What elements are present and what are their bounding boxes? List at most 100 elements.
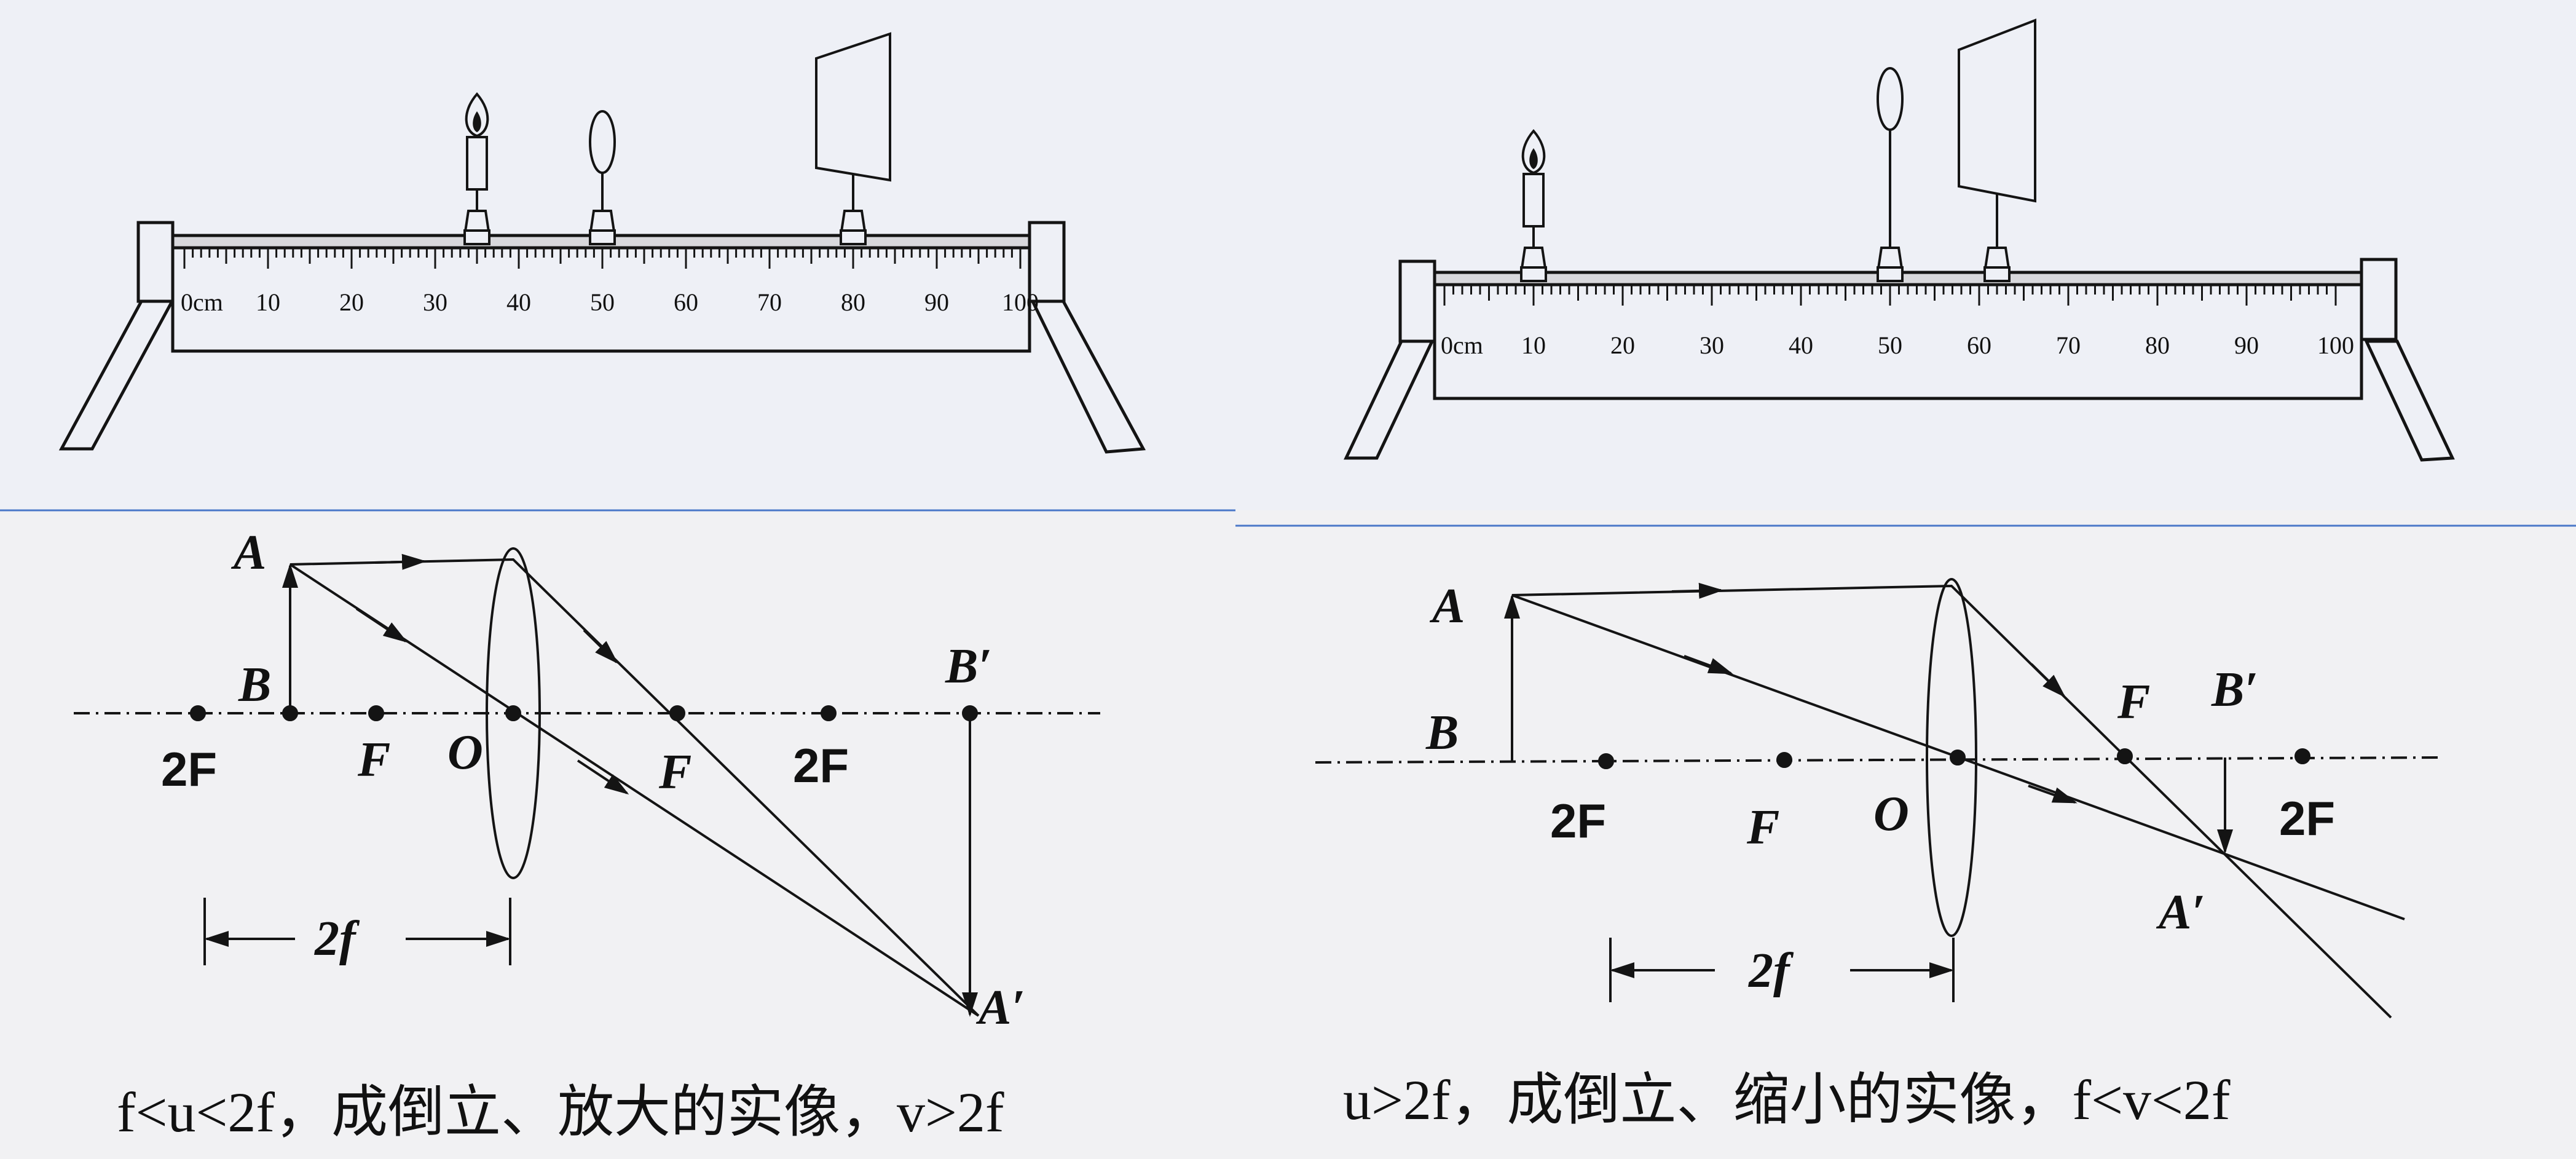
bench-tick-label: 90 xyxy=(924,288,949,316)
candle-body xyxy=(1522,173,1545,227)
ray-1-arrowhead-a xyxy=(374,553,427,570)
ray-2-point-f-right xyxy=(2117,748,2133,764)
bench-tick-label: 80 xyxy=(841,288,865,316)
ray-2-label-a-prime: A′ xyxy=(2156,885,2205,939)
bench-1-left-block xyxy=(136,221,175,303)
ray-1-label-2f-right: 2F xyxy=(793,738,849,793)
screen-panel xyxy=(815,32,891,182)
bench-2-scale-body xyxy=(1433,283,2363,400)
bench-tick-label: 70 xyxy=(2056,331,2081,359)
bench-tick-label: 10 xyxy=(256,288,280,316)
ray-2-caption: u>2f，成倒立、缩小的实像，f<v<2f xyxy=(1343,1069,2231,1131)
bench-1-scale-body xyxy=(171,246,1031,353)
bench-1-screen xyxy=(815,32,891,245)
bench-tick-label: 70 xyxy=(757,288,782,316)
bench-tick-label: 0cm xyxy=(181,288,223,316)
bench-2-screen xyxy=(1958,18,2036,282)
ray-1-point-f-left xyxy=(368,705,384,721)
bench-tick-label: 0cm xyxy=(1441,331,1483,359)
bench-1-lens xyxy=(588,110,616,245)
ray-1-label-2f-left: 2F xyxy=(161,742,217,796)
ray-1-lens xyxy=(486,547,541,879)
bench-tick-label: 20 xyxy=(339,288,364,316)
ray-2-label-2f-right: 2F xyxy=(2279,791,2335,845)
bench-2-ticks xyxy=(1443,285,2337,306)
bench-2-lens xyxy=(1876,67,1904,282)
holder-clamp xyxy=(1983,266,2011,282)
bench-tick-label: 80 xyxy=(2145,331,2170,359)
bench-tick-label: 30 xyxy=(1700,331,1724,359)
bench-2-right-block xyxy=(2360,258,2398,341)
ray-2-label-b: B xyxy=(1425,706,1459,760)
ray-2-point-f-left xyxy=(1776,752,1792,768)
ray-1-label-b: B xyxy=(238,658,271,712)
candle-flame-core xyxy=(1529,148,1538,169)
ray-2-label-f-left: F xyxy=(1746,801,1779,855)
ray-1-label-a-prime: A′ xyxy=(975,981,1025,1035)
holder-clamp xyxy=(1877,266,1904,282)
ray-2-label-b-prime: B′ xyxy=(2211,663,2258,717)
candle-flame-core xyxy=(473,111,481,132)
bench-2-candle xyxy=(1519,129,1548,282)
bench-tick-label: 30 xyxy=(423,288,447,316)
bench-tick-label: 60 xyxy=(674,288,698,316)
lens-glass xyxy=(1877,67,1904,131)
ray-1-point-b xyxy=(282,705,298,721)
ray-2-label-a: A xyxy=(1429,579,1465,633)
bench-tick-label: 10 xyxy=(1521,331,1546,359)
ray-1-label-o: O xyxy=(447,726,483,780)
ray-2-arrowhead-d xyxy=(2028,785,2078,804)
holder-clamp xyxy=(589,229,616,245)
bench-tick-label: 20 xyxy=(1610,331,1635,359)
ray-1-arrowhead-c xyxy=(583,629,618,664)
bench-1-ticks xyxy=(183,248,1022,269)
ray-1-label-f-left: F xyxy=(357,733,390,787)
ray-2-point-o xyxy=(1950,750,1966,765)
ray-2-parallel-ray xyxy=(1511,584,2392,1019)
bench-2-tick-labels: 0cm 10 20 30 40 50 60 70 80 90 100 xyxy=(1441,331,2354,359)
bench-1-candle xyxy=(463,92,491,245)
ray-2-point-2f-left xyxy=(1598,753,1614,769)
ray-2-dimension-label: 2f xyxy=(1748,944,1794,998)
ray-2-arrowhead-b xyxy=(1684,655,1733,674)
ray-diagram-2 xyxy=(1315,578,2441,1019)
holder-clamp xyxy=(463,229,490,245)
bench-tick-label: 60 xyxy=(1967,331,1991,359)
optical-bench-2: 0cm 10 20 30 40 50 60 70 80 90 100 xyxy=(1344,18,2455,462)
ray-1-parallel-ray xyxy=(290,558,980,1017)
ray-2-label-f-right: F xyxy=(2117,675,2150,729)
bench-tick-label: 40 xyxy=(506,288,531,316)
candle-body xyxy=(466,136,488,191)
ray-1-arrowhead-b xyxy=(355,607,408,643)
bench-tick-label: 90 xyxy=(2234,331,2259,359)
ray-1-point-2f-right xyxy=(821,705,837,721)
ray-2-principal-axis xyxy=(1315,756,2441,764)
ray-2-arrowhead-c xyxy=(2030,663,2066,698)
ray-2-arrowhead-a xyxy=(1671,582,1723,599)
bench-2-left-block xyxy=(1398,259,1436,343)
lens-glass xyxy=(589,110,616,174)
ray-2-label-o: O xyxy=(1873,787,1909,841)
ray-1-label-b-prime: B′ xyxy=(945,639,992,694)
ray-1-point-2f-left xyxy=(190,705,206,721)
ray-1-arrowhead-d xyxy=(577,759,629,795)
ray-1-dimension-label: 2f xyxy=(314,912,360,966)
ray-1-point-b-prime xyxy=(962,705,978,721)
ray-1-point-o xyxy=(505,705,521,721)
ray-2-label-2f-left: 2F xyxy=(1550,794,1606,848)
bench-tick-label: 100 xyxy=(1002,288,1039,316)
holder-clamp xyxy=(1520,266,1547,282)
holder-clamp xyxy=(840,229,867,245)
bench-tick-label: 50 xyxy=(1878,331,1902,359)
ray-diagram-1 xyxy=(74,547,1100,1017)
ray-1-label-a: A xyxy=(230,526,266,580)
bench-tick-label: 100 xyxy=(2317,331,2354,359)
ray-2-lens xyxy=(1926,578,1977,937)
bench-tick-label: 40 xyxy=(1789,331,1813,359)
ray-1-label-f-right: F xyxy=(658,745,691,799)
bench-2-right-leg xyxy=(2364,339,2455,462)
